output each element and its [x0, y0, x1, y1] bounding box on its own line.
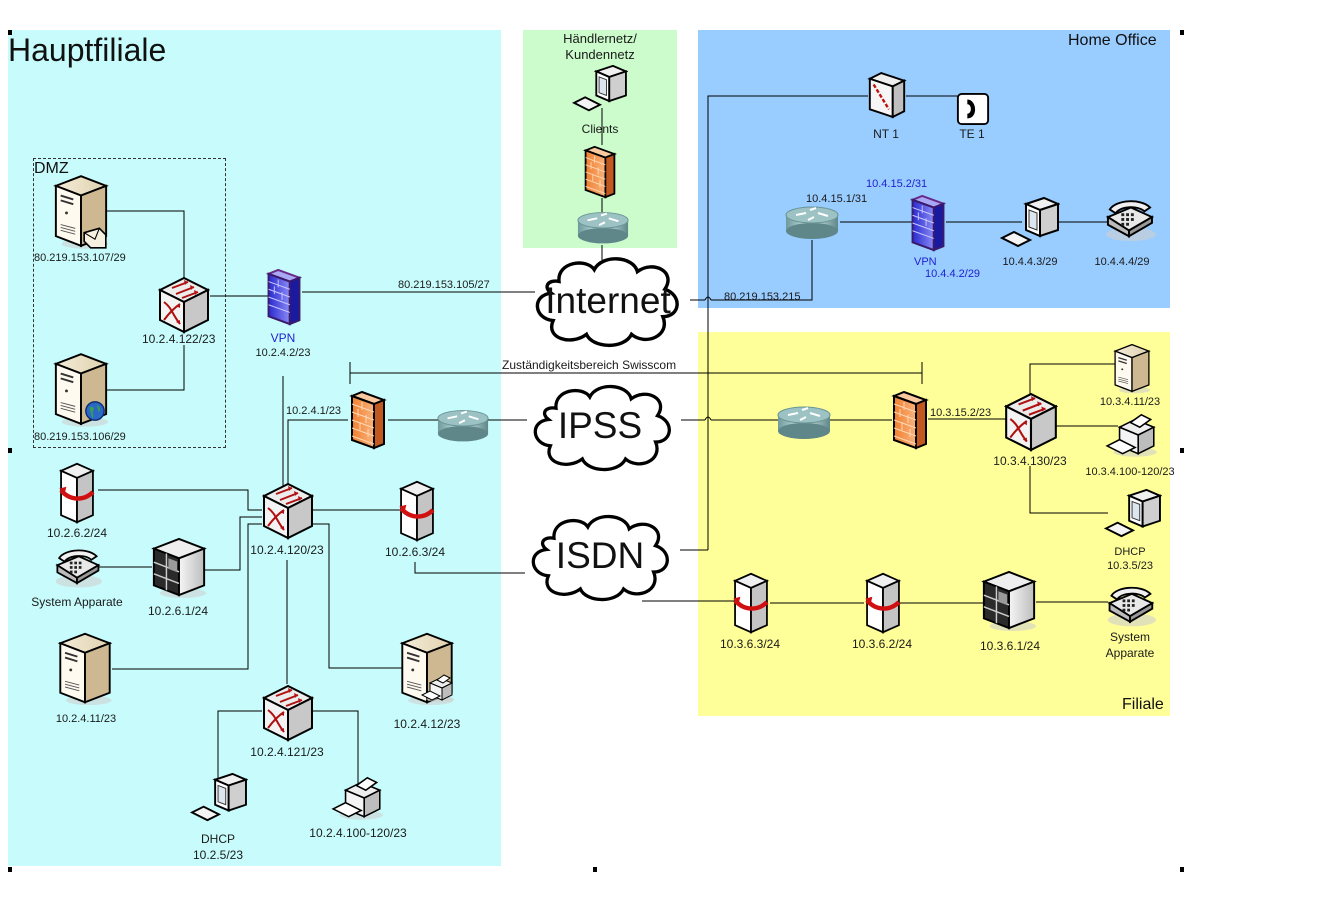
- vpn-wan-ip: 80.219.153.105/27: [398, 279, 490, 291]
- filiale-voice-gateway-1-icon[interactable]: [733, 574, 767, 632]
- file-server-ip: 10.2.4.11/23: [55, 713, 117, 725]
- filiale-pbx-ip: 10.3.6.1/24: [979, 639, 1041, 653]
- region-title-filiale: Filiale: [1122, 696, 1164, 713]
- home-pc-ip: 10.4.4.3/29: [1002, 256, 1058, 268]
- selection-handle[interactable]: [593, 867, 597, 872]
- region-home-office: [698, 30, 1170, 308]
- printer-icon[interactable]: [332, 776, 384, 821]
- swisscom-boundary-label: Zuständigkeitsbereich Swisscom: [502, 358, 677, 372]
- home-phone-ip: 10.4.4.4/29: [1094, 256, 1150, 268]
- globe-icon: [85, 401, 105, 421]
- region-hauptfiliale: [8, 30, 501, 866]
- system-phones-label: System Apparate: [31, 595, 123, 609]
- nt1-label: NT 1: [873, 127, 899, 141]
- system-phone-icon[interactable]: [54, 549, 102, 589]
- dhcp-client-icon[interactable]: [191, 772, 247, 822]
- te1-phone-icon[interactable]: [956, 92, 990, 126]
- dmz-switch-ip: 10.2.4.122/23: [142, 332, 216, 346]
- filiale-printers-range: 10.3.4.100-120/23: [1085, 466, 1175, 478]
- selection-handle[interactable]: [1180, 30, 1184, 35]
- region-filiale: [698, 332, 1170, 716]
- home-router-ip: 10.4.15.1/31: [806, 193, 868, 205]
- filiale-system-phones-line2: Apparate: [1105, 646, 1155, 660]
- print-server-ip: 10.2.4.12/23: [393, 717, 461, 731]
- home-phone-icon[interactable]: [1105, 200, 1156, 242]
- home-vpn-lan-ip: 10.4.4.2/29: [925, 268, 981, 280]
- region-title-dmz: DMZ: [34, 160, 69, 177]
- selection-handle[interactable]: [8, 30, 12, 35]
- selection-handle[interactable]: [1180, 448, 1184, 453]
- home-vpn-icon[interactable]: [911, 194, 945, 252]
- selection-handle[interactable]: [8, 448, 12, 453]
- dhcp-label: DHCP: [200, 832, 236, 846]
- home-vpn-wan-ip: 10.4.15.2/31: [866, 178, 928, 190]
- filiale-switch-ip: 10.3.4.130/23: [993, 454, 1067, 468]
- nt1-icon[interactable]: [868, 71, 906, 119]
- filiale-voice-gateway-2-ip: 10.3.6.2/24: [851, 637, 913, 651]
- dmz-switch-icon[interactable]: [159, 277, 209, 333]
- ipss-cloud-label: IPSS: [557, 405, 643, 446]
- printers-range: 10.2.4.100-120/23: [309, 826, 407, 840]
- region-dmz: [33, 158, 226, 448]
- filiale-system-phones-line1: System: [1109, 630, 1151, 644]
- filiale-dhcp-label: DHCP: [1114, 546, 1146, 558]
- file-server-icon[interactable]: [59, 632, 113, 706]
- filiale-firewall-ip: 10.3.15.2/23: [930, 407, 992, 419]
- firewall-ip: 10.2.4.1/23: [286, 405, 342, 417]
- te1-label: TE 1: [959, 127, 985, 141]
- filiale-voice-gateway-1-ip: 10.3.6.3/24: [719, 637, 781, 651]
- ipss-router-icon[interactable]: [436, 409, 490, 443]
- region-title-home-office: Home Office: [1068, 32, 1157, 49]
- filiale-server-icon[interactable]: [1114, 343, 1151, 394]
- selection-handle[interactable]: [1180, 867, 1184, 872]
- filiale-printer-icon[interactable]: [1106, 413, 1158, 458]
- filiale-dhcp-client-icon[interactable]: [1105, 488, 1161, 538]
- filiale-pbx-icon[interactable]: [982, 570, 1038, 632]
- mail-server-ip: 80.219.153.107/29: [34, 252, 126, 264]
- home-router-icon[interactable]: [784, 205, 840, 241]
- firewall-icon[interactable]: [351, 391, 385, 449]
- filiale-server-ip: 10.3.4.11/23: [1099, 396, 1161, 408]
- links: [98, 95, 1118, 790]
- dhcp-range: 10.2.5/23: [192, 848, 244, 862]
- region-haendlernetz: [523, 30, 677, 248]
- voice-gateway-right-icon[interactable]: [399, 482, 433, 540]
- voice-gateway-left-ip: 10.2.6.2/24: [46, 526, 108, 540]
- clients-label: Clients: [581, 122, 619, 136]
- pbx-ip: 10.2.6.1/24: [147, 604, 209, 618]
- access-switch-ip: 10.2.4.121/23: [250, 745, 324, 759]
- voice-gateway-left-icon[interactable]: [59, 464, 93, 522]
- home-public-ip: 80.219.153.215: [724, 291, 801, 303]
- region-title-haendlernetz-line2: Kundennetz: [565, 47, 635, 62]
- filiale-firewall-icon[interactable]: [893, 391, 927, 449]
- vpn-firewall-icon[interactable]: [267, 268, 301, 326]
- selection-handle[interactable]: [8, 867, 12, 872]
- filiale-voice-gateway-2-icon[interactable]: [865, 574, 899, 632]
- isdn-cloud-label: ISDN: [555, 535, 645, 576]
- home-vpn-label: VPN: [914, 256, 937, 268]
- web-server-ip: 80.219.153.106/29: [34, 431, 126, 443]
- filiale-system-phone-icon[interactable]: [1106, 586, 1156, 628]
- core-switch-icon[interactable]: [263, 483, 313, 539]
- filiale-dhcp-range: 10.3.5/23: [1107, 560, 1153, 572]
- access-switch-icon[interactable]: [263, 685, 313, 741]
- vpn-label: VPN: [270, 331, 296, 345]
- filiale-router-icon[interactable]: [776, 405, 832, 441]
- client-pc-icon[interactable]: [573, 64, 627, 112]
- vpn-ip: 10.2.4.2/23: [255, 347, 311, 359]
- filiale-switch-icon[interactable]: [1005, 393, 1057, 451]
- envelope-icon: [83, 227, 107, 249]
- region-title-hauptfiliale: Hauptfiliale: [8, 32, 167, 68]
- haendler-router-icon[interactable]: [576, 211, 630, 245]
- region-title-haendlernetz-line1: Händlernetz/: [563, 31, 637, 46]
- haendler-firewall-icon[interactable]: [584, 145, 616, 199]
- internet-cloud-label: Internet: [545, 280, 671, 321]
- pbx-icon[interactable]: [152, 537, 208, 599]
- voice-gateway-right-ip: 10.2.6.3/24: [384, 545, 446, 559]
- core-switch-ip: 10.2.4.120/23: [250, 543, 324, 557]
